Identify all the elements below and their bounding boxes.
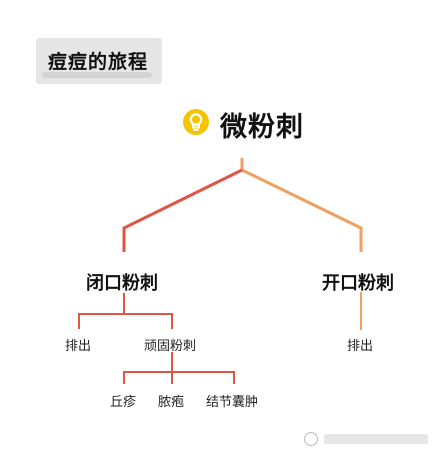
open-expel-label: 排出 (347, 339, 374, 354)
pustule-label: 脓疱 (158, 395, 185, 410)
section-tag-background (36, 38, 162, 84)
watermark-text-blurred (324, 434, 428, 444)
root-node-label: 微粉刺 (220, 112, 304, 143)
closed-comedone-label: 闭口粉刺 (86, 273, 158, 294)
cyst-label: 结节囊肿 (206, 395, 259, 410)
section-title: 痘痘的旅程 (48, 51, 149, 73)
open-branch-line (241, 168, 363, 252)
open-comedone-label: 开口粉刺 (322, 273, 394, 294)
stubborn-comedone-label: 顽固粉刺 (144, 339, 197, 354)
papule-label: 丘疹 (110, 395, 137, 410)
open-branch-lines (240, 158, 363, 330)
closed-branch-lines (78, 168, 243, 384)
lightbulb-icon (183, 109, 209, 135)
watermark-logo-icon (304, 432, 318, 446)
closed-branch-line (122, 168, 243, 252)
closed-children-connector (78, 293, 173, 329)
stubborn-children-connector (123, 352, 235, 384)
watermark (304, 432, 428, 446)
closed-expel-label: 排出 (65, 339, 92, 354)
